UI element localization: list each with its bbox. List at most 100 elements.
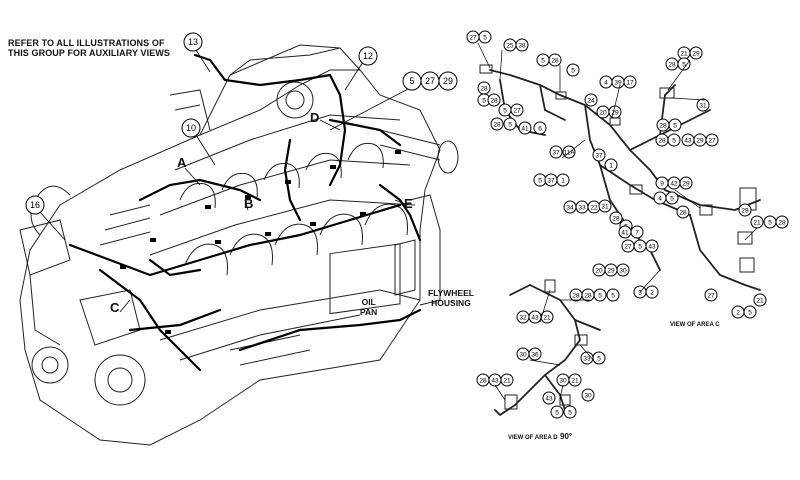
svg-text:22: 22 xyxy=(590,204,598,211)
aux-callout-2: 5 xyxy=(478,30,492,44)
aux-leaders xyxy=(477,42,758,401)
aux-callout-89: 43 xyxy=(542,391,556,405)
svg-text:24: 24 xyxy=(587,97,595,104)
aux-callout-46: 33 xyxy=(575,200,589,214)
aux-callout-77: 43 xyxy=(528,310,542,324)
aux-callout-72: 28 xyxy=(569,288,583,302)
aux-callout-32: 37 xyxy=(592,148,606,162)
aux-callout-26: 20 xyxy=(596,105,610,119)
aux-callout-90: 5 xyxy=(550,405,564,419)
aux-callout-59: 29 xyxy=(738,203,752,217)
aux-callout-79: 30 xyxy=(516,347,530,361)
svg-text:5: 5 xyxy=(768,219,772,226)
aux-callout-12: 5 xyxy=(566,63,580,77)
svg-text:34: 34 xyxy=(566,204,574,211)
svg-text:27: 27 xyxy=(624,243,632,250)
svg-text:29: 29 xyxy=(443,76,453,86)
svg-text:30: 30 xyxy=(519,351,527,358)
svg-text:30: 30 xyxy=(619,267,627,274)
svg-text:29: 29 xyxy=(692,50,700,57)
aux-callout-47: 22 xyxy=(587,200,601,214)
aux-callout-30: 37 xyxy=(549,145,563,159)
main-callout-16: 16 xyxy=(25,195,45,215)
aux-callout-17: 17 xyxy=(623,75,637,89)
aux-callout-48: 31 xyxy=(598,199,612,213)
aux-callout-37: 29 xyxy=(693,133,707,147)
svg-text:5: 5 xyxy=(611,292,615,299)
svg-text:5: 5 xyxy=(672,137,676,144)
area-label-b: B xyxy=(244,196,254,211)
aux-callout-42: 9 xyxy=(655,176,669,190)
aux-callout-44: 29 xyxy=(679,176,693,190)
svg-text:29: 29 xyxy=(607,267,615,274)
aux-callout-86: 30 xyxy=(556,373,570,387)
svg-text:10: 10 xyxy=(186,123,196,133)
aux-callout-13: 21 xyxy=(677,46,691,60)
svg-text:29: 29 xyxy=(696,137,704,144)
svg-text:28: 28 xyxy=(778,219,786,226)
svg-text:5: 5 xyxy=(555,409,559,416)
svg-text:31: 31 xyxy=(601,203,609,210)
aux-callout-60: 21 xyxy=(750,215,764,229)
svg-text:2: 2 xyxy=(650,289,654,296)
svg-text:43: 43 xyxy=(648,243,656,250)
svg-text:11A: 11A xyxy=(563,149,575,156)
area-label-c: C xyxy=(110,300,120,315)
aux-callout-87: 21 xyxy=(568,373,582,387)
svg-text:1: 1 xyxy=(561,177,565,184)
svg-text:33: 33 xyxy=(583,355,591,362)
svg-text:39: 39 xyxy=(614,79,622,86)
svg-text:5: 5 xyxy=(673,122,677,129)
svg-text:21: 21 xyxy=(756,297,764,304)
svg-text:5: 5 xyxy=(597,355,601,362)
main-callout-10: 10 xyxy=(181,118,201,138)
aux-callout-34: 28 xyxy=(655,133,669,147)
svg-text:27: 27 xyxy=(707,292,715,299)
main-callout-29: 29 xyxy=(438,71,458,91)
svg-text:6: 6 xyxy=(538,125,542,132)
aux-callout-51: 4 xyxy=(653,191,667,205)
aux-callout-16: 39 xyxy=(611,75,625,89)
svg-text:5: 5 xyxy=(598,292,602,299)
svg-text:36: 36 xyxy=(531,351,539,358)
aux-callout-52: 5 xyxy=(665,191,679,205)
svg-text:20: 20 xyxy=(599,109,607,116)
aux-callout-53: 28 xyxy=(676,205,690,219)
svg-text:28: 28 xyxy=(490,97,498,104)
refer-note: REFER TO ALL ILLUSTRATIONS OF THIS GROUP… xyxy=(8,38,171,58)
aux-callout-35: 5 xyxy=(667,133,681,147)
aux-callout-71: 5 xyxy=(743,305,757,319)
aux-callout-68: 2 xyxy=(645,285,659,299)
main-callout-5: 5 xyxy=(402,71,422,91)
aux-callout-33: 1 xyxy=(604,158,618,172)
area-label-d: D xyxy=(310,110,320,125)
aux-callout-55: 7 xyxy=(630,225,644,239)
svg-text:33: 33 xyxy=(578,204,586,211)
aux-callout-82: 5 xyxy=(592,351,606,365)
aux-callout-84: 43 xyxy=(488,373,502,387)
svg-text:3: 3 xyxy=(638,289,642,296)
harness-wires xyxy=(68,53,422,372)
svg-text:38: 38 xyxy=(518,42,526,49)
aux-callout-38: 27 xyxy=(705,133,719,147)
svg-text:17: 17 xyxy=(626,79,634,86)
aux-callout-43: 42 xyxy=(667,176,681,190)
svg-text:5: 5 xyxy=(670,195,674,202)
area-label-a: A xyxy=(177,155,187,170)
svg-text:27: 27 xyxy=(513,107,521,114)
aux-callout-66: 21 xyxy=(753,293,767,307)
oil-pan-label: OIL PAN xyxy=(360,297,378,317)
aux-callout-83: 28 xyxy=(476,373,490,387)
aux-callout-22: 5 xyxy=(503,117,517,131)
svg-text:29: 29 xyxy=(682,180,690,187)
aux-callout-57: 5 xyxy=(633,239,647,253)
aux-callout-74: 5 xyxy=(593,288,607,302)
aux-callout-69: 27 xyxy=(704,288,718,302)
svg-text:5: 5 xyxy=(503,107,507,114)
aux-callout-27: 29 xyxy=(608,105,622,119)
aux-callout-80: 36 xyxy=(528,347,542,361)
rotation-label: 90° xyxy=(560,432,573,441)
svg-text:29: 29 xyxy=(611,109,619,116)
svg-text:9: 9 xyxy=(660,180,664,187)
